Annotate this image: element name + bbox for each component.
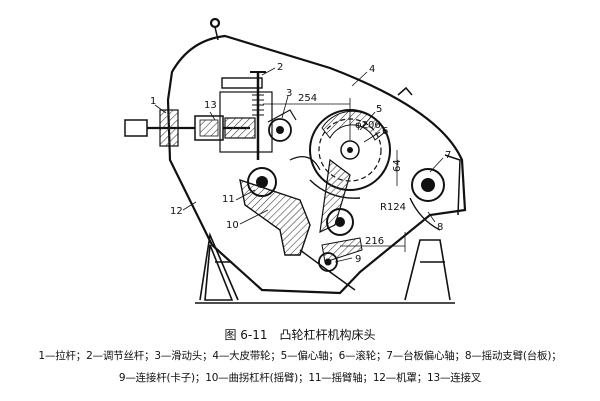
callout-5: 5 (376, 104, 382, 115)
leader-lines (154, 67, 444, 263)
pull-rod (124, 109, 256, 147)
callout-10: 10 (226, 220, 239, 231)
dimension-r124: R124 (380, 202, 406, 213)
sliding-head (267, 109, 297, 142)
callout-7: 7 (445, 150, 451, 161)
adjusting-screw (219, 71, 273, 160)
figure-title: 图 6-11 凸轮杠杆机构床头 (224, 328, 376, 342)
callout-4: 4 (369, 64, 375, 75)
rocker-arm (239, 156, 363, 291)
callout-6: 6 (382, 126, 388, 137)
dimension-labels: 254 φ206 64 R124 216 (298, 93, 406, 247)
callout-11: 11 (222, 194, 235, 205)
legend-line-1: 1—拉杆；2—调节丝杆；3—滑动头；4—大皮带轮；5—偏心轴；6—滚轮；7—台板… (38, 350, 562, 362)
dimension-64: 64 (392, 159, 403, 172)
part-callouts: 1 2 3 4 5 6 7 8 9 10 11 12 13 (150, 62, 451, 265)
callout-8: 8 (437, 222, 443, 233)
callout-1: 1 (150, 96, 156, 107)
dimension-254: 254 (298, 93, 317, 104)
dimension-216: 216 (365, 236, 384, 247)
callout-13: 13 (204, 100, 217, 111)
callout-9: 9 (355, 254, 361, 265)
table-eccentric-shaft (409, 154, 461, 231)
dimension-phi206: φ206 (355, 120, 381, 131)
callout-3: 3 (286, 88, 292, 99)
callout-2: 2 (277, 62, 283, 73)
legend-line-2: 9—连接杆(卡子)；10—曲拐杠杆(摇臂)；11—摇臂轴；12—机罩；13—连接… (118, 372, 482, 384)
machine-base (195, 232, 455, 304)
callout-12: 12 (170, 206, 183, 217)
